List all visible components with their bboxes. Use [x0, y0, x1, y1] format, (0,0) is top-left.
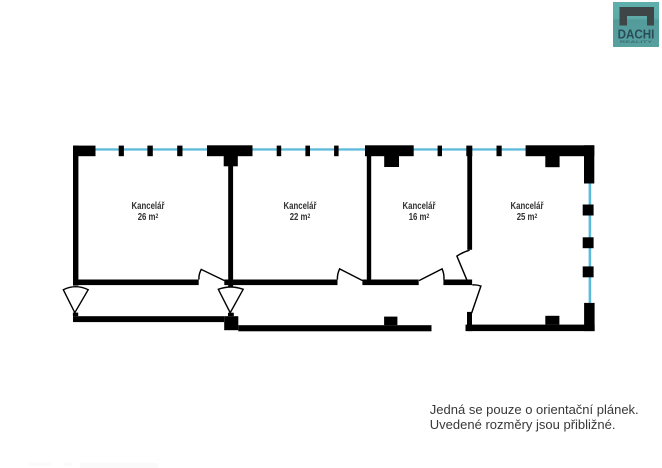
svg-text:REALITY: REALITY [620, 40, 654, 44]
svg-text:DACHI: DACHI [618, 28, 655, 42]
